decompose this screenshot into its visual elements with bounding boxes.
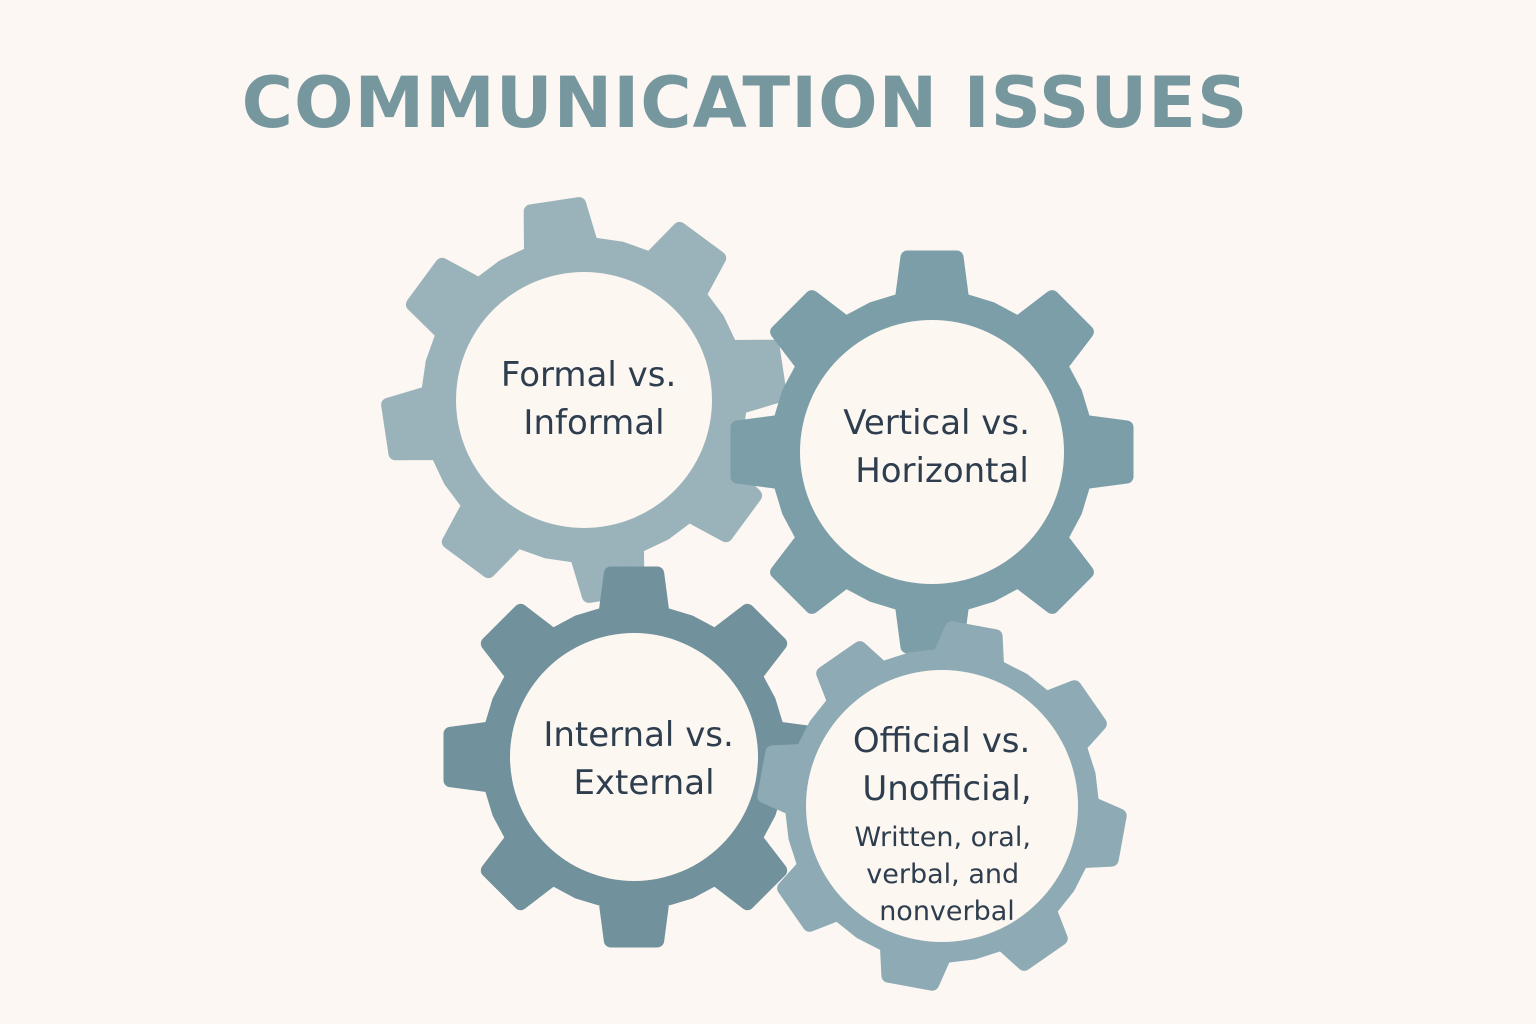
gear-internal-external-line-2: External bbox=[573, 763, 714, 803]
gear-official-unofficial-subline-2: verbal, and bbox=[866, 859, 1019, 890]
gear-internal-external: Internal vs. External bbox=[443, 566, 825, 948]
gear-formal-informal-label: Formal vs. Informal bbox=[501, 355, 687, 443]
gear-official-unofficial-subline-3: nonverbal bbox=[879, 896, 1015, 927]
gear-official-unofficial-line-1: Official vs. bbox=[853, 721, 1031, 761]
gear-formal-informal: Formal vs. Informal bbox=[381, 197, 787, 603]
gear-internal-external-label: Internal vs. External bbox=[543, 715, 744, 803]
gear-vertical-horizontal: Vertical vs. Horizontal bbox=[730, 250, 1134, 654]
gear-official-unofficial-sublabel: Written, oral, verbal, and nonverbal bbox=[855, 822, 1040, 927]
gear-formal-informal-center bbox=[456, 272, 712, 528]
gear-formal-informal-line-1: Formal vs. bbox=[501, 355, 676, 395]
gear-internal-external-line-1: Internal vs. bbox=[543, 715, 734, 755]
gear-official-unofficial-center bbox=[806, 670, 1078, 942]
gear-official-unofficial: Official vs. Unofficial, Written, oral, … bbox=[757, 621, 1127, 991]
gear-vertical-horizontal-center bbox=[800, 320, 1064, 584]
gear-vertical-horizontal-line-2: Horizontal bbox=[855, 451, 1029, 491]
gear-official-unofficial-label: Official vs. Unofficial, bbox=[853, 721, 1041, 809]
gear-formal-informal-line-2: Informal bbox=[523, 403, 664, 443]
gear-vertical-horizontal-label: Vertical vs. Horizontal bbox=[843, 403, 1041, 491]
gear-internal-external-center bbox=[510, 633, 758, 881]
gear-official-unofficial-subline-1: Written, oral, bbox=[855, 822, 1031, 853]
gear-official-unofficial-line-2: Unofficial, bbox=[862, 769, 1031, 809]
page-title: COMMUNICATION ISSUES bbox=[241, 62, 1249, 144]
gear-vertical-horizontal-line-1: Vertical vs. bbox=[843, 403, 1030, 443]
